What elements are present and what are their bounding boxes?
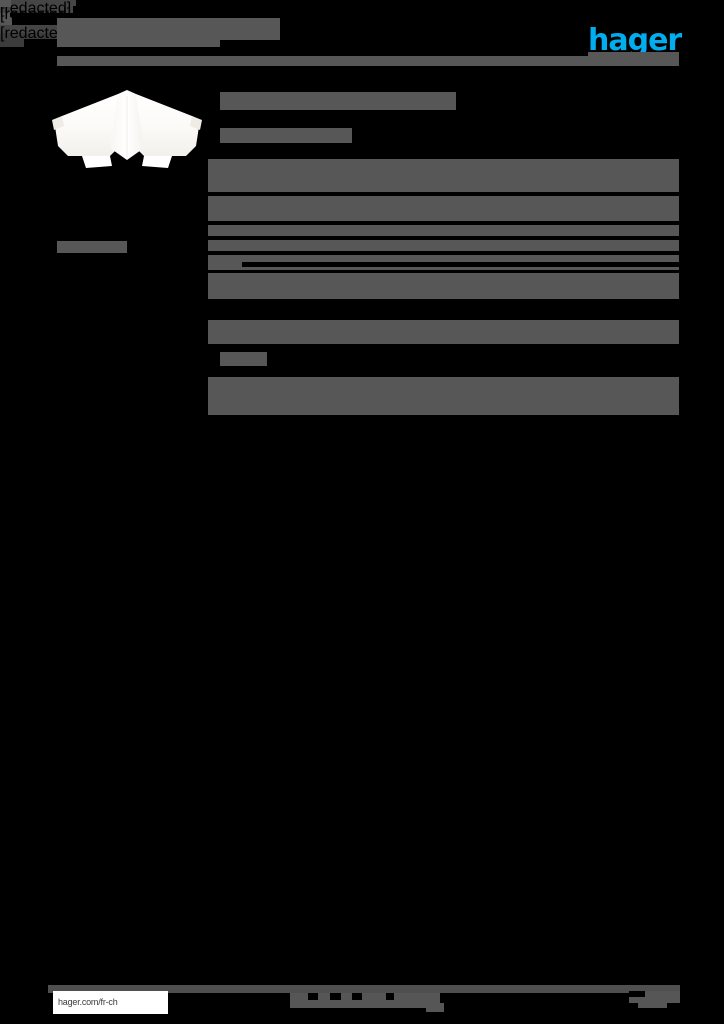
footer-text-gap	[386, 993, 394, 1000]
page-number-gap	[629, 1003, 638, 1009]
page-subtitle: [redacted]	[57, 33, 220, 47]
table-row: [redacted]	[208, 159, 679, 192]
page-number-gap	[667, 1003, 680, 1009]
product-heading: [redacted]	[220, 92, 456, 110]
row-divider	[208, 270, 679, 273]
footer-center-text: [redacted]	[290, 993, 440, 1008]
footer-url-box	[53, 991, 168, 1014]
footer-text-gap	[308, 993, 318, 1000]
footer-center-descender	[426, 1003, 444, 1012]
row-divider	[258, 192, 679, 196]
page-header: [redacted] [redacted] hager	[0, 0, 724, 80]
table-row: [redacted]	[208, 320, 679, 344]
table-row: [redacted]	[208, 240, 679, 251]
product-image	[52, 90, 202, 168]
table-row: [redacted]	[208, 196, 679, 221]
row-divider	[242, 305, 679, 311]
sidebar-label: [redacted]	[57, 241, 127, 253]
table-row: [redacted]	[208, 377, 679, 415]
header-divider	[57, 56, 679, 66]
page-number-gap	[629, 991, 645, 997]
table-row: [redacted]	[208, 273, 679, 299]
logo-underline	[588, 52, 679, 60]
footer-url[interactable]: hager.com/fr-ch	[58, 997, 118, 1007]
title-accent-mark	[0, 0, 11, 7]
section-2-subheading: [redacted]	[220, 352, 267, 366]
row-notch	[0, 17, 12, 25]
product-subheading: [redacted]	[220, 128, 352, 143]
footer-divider	[48, 985, 680, 993]
hager-logo: hager	[588, 23, 682, 58]
footer-text-gap	[330, 993, 341, 1000]
row-divider	[242, 262, 679, 267]
row-notch	[0, 13, 10, 17]
footer-text-gap	[352, 993, 362, 1000]
table-row: [redacted]	[208, 225, 679, 236]
table-column-header-right	[0, 39, 24, 47]
